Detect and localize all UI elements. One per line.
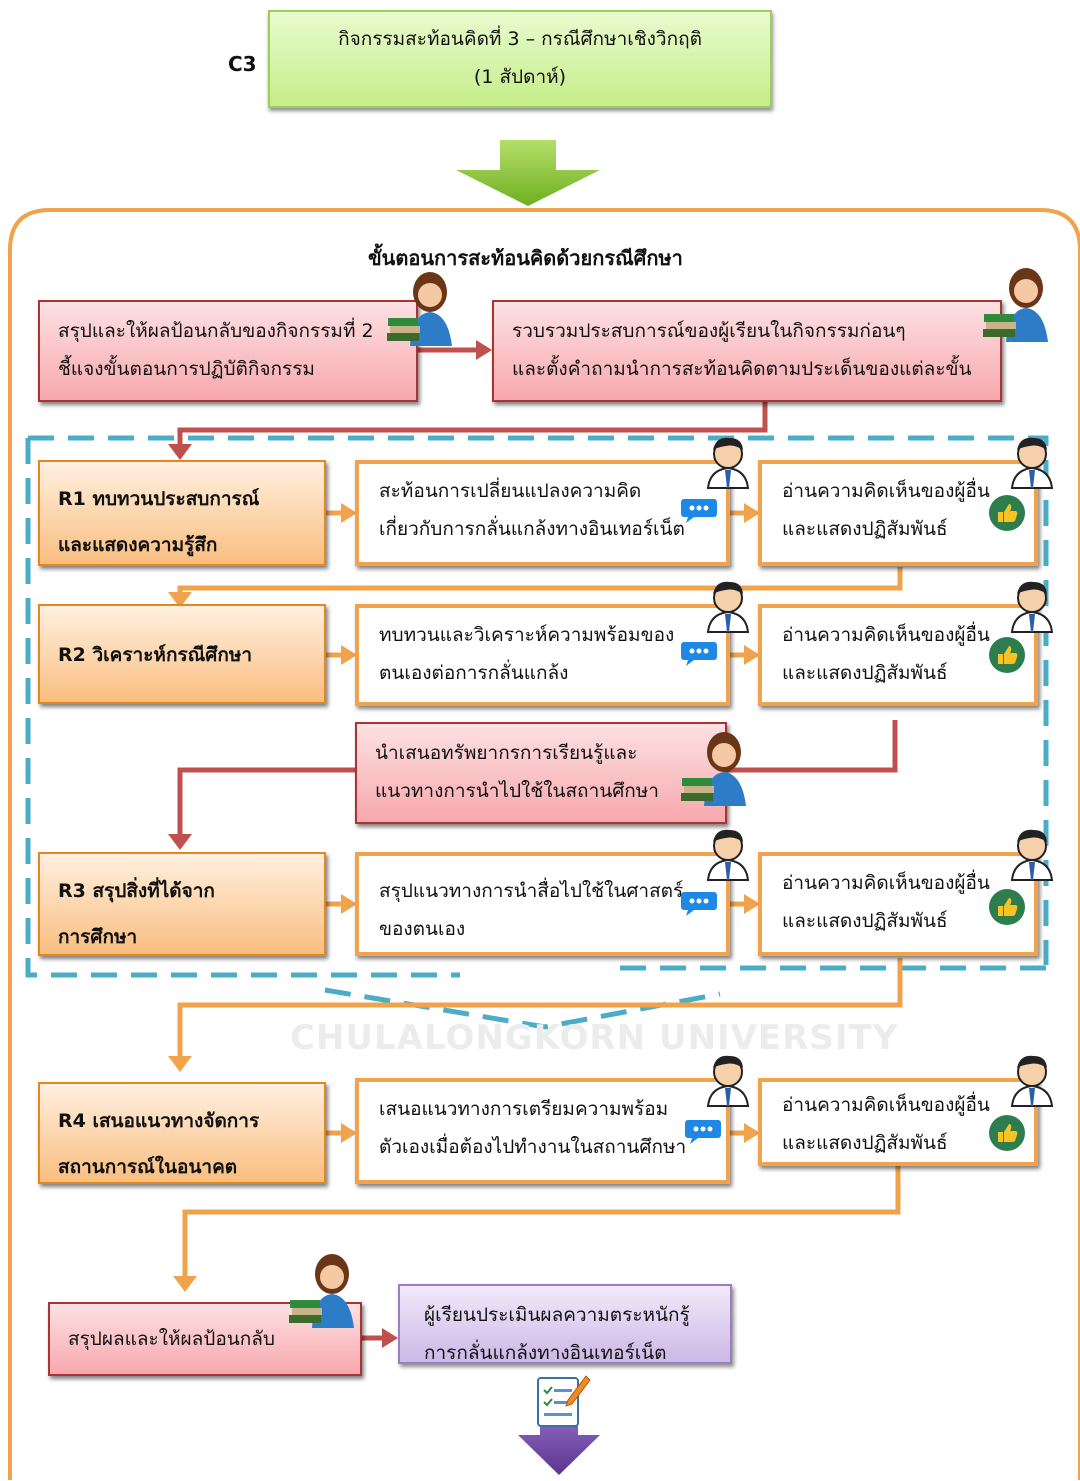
intro-right-line: และตั้งคำถามนำการสะท้อนคิดตามประเด็นของแ…: [512, 358, 972, 380]
evaluation-line: ผู้เรียนประเมินผลความตระหนักรู้: [424, 1304, 690, 1326]
intro-right-box: รวบรวมประสบการณ์ของผู้เรียนในกิจกรรมก่อน…: [492, 300, 1002, 402]
step-r3-title: การศึกษา: [58, 926, 138, 948]
teacher-icon: [286, 1250, 366, 1330]
activity-title-box: กิจกรรมสะท้อนคิดที่ 3 – กรณีศึกษาเชิงวิก…: [268, 10, 772, 108]
section-title: ขั้นตอนการสะท้อนคิดด้วยกรณีศึกษา: [368, 246, 683, 270]
task-line: ทบทวนและวิเคราะห์ความพร้อมของ: [379, 624, 675, 646]
peer-line: และแสดงปฏิสัมพันธ์: [782, 910, 948, 932]
task-line: สะท้อนการเปลี่ยนแปลงความคิด: [379, 480, 642, 502]
intro-left-box: สรุปและให้ผลป้อนกลับของกิจกรรมที่ 2 ชี้แ…: [38, 300, 418, 402]
down-arrow-top: [456, 140, 600, 206]
resource-line: นำเสนอทรัพยากรการเรียนรู้และ: [375, 742, 638, 764]
step-r3-title: R3 สรุปสิ่งที่ได้จาก: [58, 880, 215, 902]
step-r2-box: R2 วิเคราะห์กรณีศึกษา: [38, 604, 326, 704]
step-r4-title: สถานการณ์ในอนาคต: [58, 1156, 238, 1178]
thumbs-up-icon: [988, 1114, 1026, 1152]
step-r3-task: สรุปแนวทางการนำสื่อไปใช้ในศาสตร์ ของตนเอ…: [355, 852, 730, 956]
chat-bubble-icon: [680, 888, 718, 918]
teacher-icon: [678, 728, 758, 808]
peer-line: อ่านความคิดเห็นของผู้อื่น: [782, 624, 990, 646]
peer-line: และแสดงปฏิสัมพันธ์: [782, 662, 948, 684]
resource-box: นำเสนอทรัพยากรการเรียนรู้และ แนวทางการนำ…: [355, 722, 727, 824]
step-r4-peer: อ่านความคิดเห็นของผู้อื่น และแสดงปฏิสัมพ…: [758, 1078, 1038, 1166]
evaluation-box: ผู้เรียนประเมินผลความตระหนักรู้ การกลั่น…: [398, 1284, 732, 1364]
student-icon: [696, 824, 760, 888]
thumbs-up-icon: [988, 888, 1026, 926]
peer-line: อ่านความคิดเห็นของผู้อื่น: [782, 872, 990, 894]
activity-code: C3: [228, 52, 257, 76]
student-icon: [1000, 824, 1064, 888]
checklist-icon: [532, 1370, 592, 1430]
step-r4-box: R4 เสนอแนวทางจัดการ สถานการณ์ในอนาคต: [38, 1082, 326, 1184]
student-icon: [696, 432, 760, 496]
teacher-icon: [980, 264, 1060, 344]
task-line: ของตนเอง: [379, 918, 466, 940]
peer-line: และแสดงปฏิสัมพันธ์: [782, 1132, 948, 1154]
activity-title: กิจกรรมสะท้อนคิดที่ 3 – กรณีศึกษาเชิงวิก…: [338, 28, 702, 50]
chat-bubble-icon: [680, 638, 718, 668]
feedback-label: สรุปผลและให้ผลป้อนกลับ: [68, 1328, 275, 1350]
peer-line: อ่านความคิดเห็นของผู้อื่น: [782, 1094, 990, 1116]
student-icon: [1000, 432, 1064, 496]
step-r1-box: R1 ทบทวนประสบการณ์ และแสดงความรู้สึก: [38, 460, 326, 566]
peer-line: อ่านความคิดเห็นของผู้อื่น: [782, 480, 990, 502]
activity-duration: (1 สัปดาห์): [473, 66, 567, 88]
intro-left-line: สรุปและให้ผลป้อนกลับของกิจกรรมที่ 2: [58, 320, 374, 342]
resource-line: แนวทางการนำไปใช้ในสถานศึกษา: [375, 780, 659, 802]
task-line: ตนเองต่อการกลั่นแกล้ง: [379, 662, 569, 684]
step-r2-task: ทบทวนและวิเคราะห์ความพร้อมของ ตนเองต่อกา…: [355, 604, 730, 706]
step-r3-box: R3 สรุปสิ่งที่ได้จาก การศึกษา: [38, 852, 326, 956]
task-line: เกี่ยวกับการกลั่นแกล้งทางอินเทอร์เน็ต: [379, 518, 685, 540]
task-line: สรุปแนวทางการนำสื่อไปใช้ในศาสตร์: [379, 880, 684, 902]
student-icon: [1000, 576, 1064, 640]
step-r4-task: เสนอแนวทางการเตรียมความพร้อม ตัวเองเมื่อ…: [355, 1078, 730, 1184]
step-r1-title: R1 ทบทวนประสบการณ์: [58, 488, 260, 510]
watermark: CHULALONGKORN UNIVERSITY: [290, 1018, 899, 1058]
dashed-group-frame: [25, 435, 1049, 978]
teacher-icon: [384, 268, 464, 348]
intro-left-line: ชี้แจงขั้นตอนการปฏิบัติกิจกรรม: [58, 358, 315, 380]
thumbs-up-icon: [988, 494, 1026, 532]
down-arrow-bottom: [518, 1400, 600, 1475]
task-line: ตัวเองเมื่อต้องไปทำงานในสถานศึกษา: [379, 1136, 687, 1158]
thumbs-up-icon: [988, 636, 1026, 674]
student-icon: [696, 1050, 760, 1114]
student-icon: [1000, 1050, 1064, 1114]
evaluation-line: การกลั่นแกล้งทางอินเทอร์เน็ต: [424, 1342, 667, 1364]
peer-line: และแสดงปฏิสัมพันธ์: [782, 518, 948, 540]
step-r2-title: R2 วิเคราะห์กรณีศึกษา: [58, 644, 253, 666]
outer-frame: [8, 208, 1080, 1480]
feedback-box: สรุปผลและให้ผลป้อนกลับ: [48, 1302, 362, 1376]
step-r4-title: R4 เสนอแนวทางจัดการ: [58, 1110, 260, 1132]
task-line: เสนอแนวทางการเตรียมความพร้อม: [379, 1098, 669, 1120]
intro-right-line: รวบรวมประสบการณ์ของผู้เรียนในกิจกรรมก่อน…: [512, 320, 906, 342]
step-r1-title: และแสดงความรู้สึก: [58, 534, 218, 556]
step-r1-task: สะท้อนการเปลี่ยนแปลงความคิด เกี่ยวกับการ…: [355, 460, 730, 566]
chat-bubble-icon: [680, 495, 718, 525]
chat-bubble-icon: [684, 1116, 722, 1146]
student-icon: [696, 576, 760, 640]
